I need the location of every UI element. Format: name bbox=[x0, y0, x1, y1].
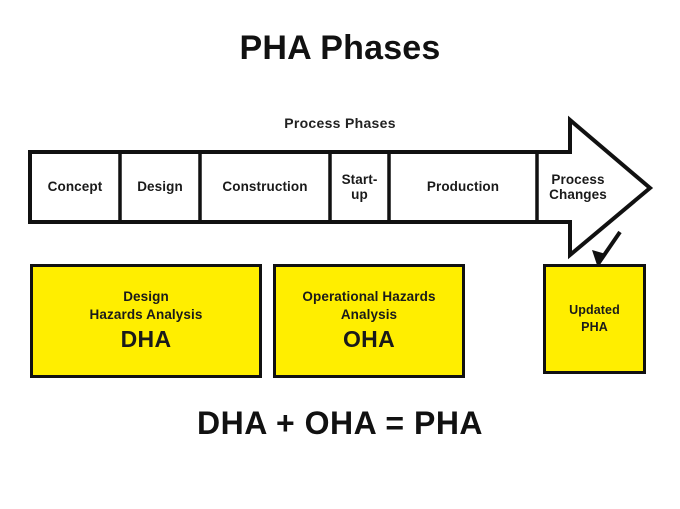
phase-cell-label: Concept bbox=[47, 179, 103, 195]
phase-cell-label: Start- up bbox=[341, 171, 378, 202]
analysis-box-updated-pha: Updated PHA bbox=[543, 264, 646, 374]
phase-cell-design: Design bbox=[120, 152, 200, 222]
analysis-box-line2: PHA bbox=[581, 320, 608, 334]
phase-cell-label: Process Changes bbox=[549, 171, 607, 202]
analysis-box-acronym: OHA bbox=[342, 325, 395, 352]
page-title: PHA Phases bbox=[239, 29, 441, 67]
phase-cell-label: Production bbox=[426, 179, 500, 195]
analysis-box-acronym: DHA bbox=[120, 325, 172, 352]
phase-cell-process-changes: Process Changes bbox=[537, 152, 619, 222]
phase-cell-construction: Construction bbox=[200, 152, 330, 222]
analysis-box-line1: Operational Hazards bbox=[302, 289, 436, 305]
analysis-box-line1: Updated bbox=[569, 303, 620, 318]
connector-line bbox=[596, 230, 622, 266]
analysis-box-line2: Analysis bbox=[340, 307, 398, 323]
phase-cell-production: Production bbox=[389, 152, 537, 222]
phase-cell-label: Construction bbox=[222, 179, 308, 195]
summary-equation: DHA + OHA = PHA bbox=[196, 405, 484, 441]
process-bar-caption: Process Phases bbox=[284, 115, 396, 131]
analysis-box-line1: Design bbox=[123, 289, 169, 305]
analysis-box-line2: Hazards Analysis bbox=[89, 307, 203, 323]
phase-cell-concept: Concept bbox=[30, 152, 120, 222]
phase-cell-startup: Start- up bbox=[330, 152, 389, 222]
analysis-box-oha: Operational Hazards Analysis OHA bbox=[273, 264, 465, 378]
phase-cell-label: Design bbox=[137, 179, 183, 195]
analysis-box-dha: Design Hazards Analysis DHA bbox=[30, 264, 262, 378]
